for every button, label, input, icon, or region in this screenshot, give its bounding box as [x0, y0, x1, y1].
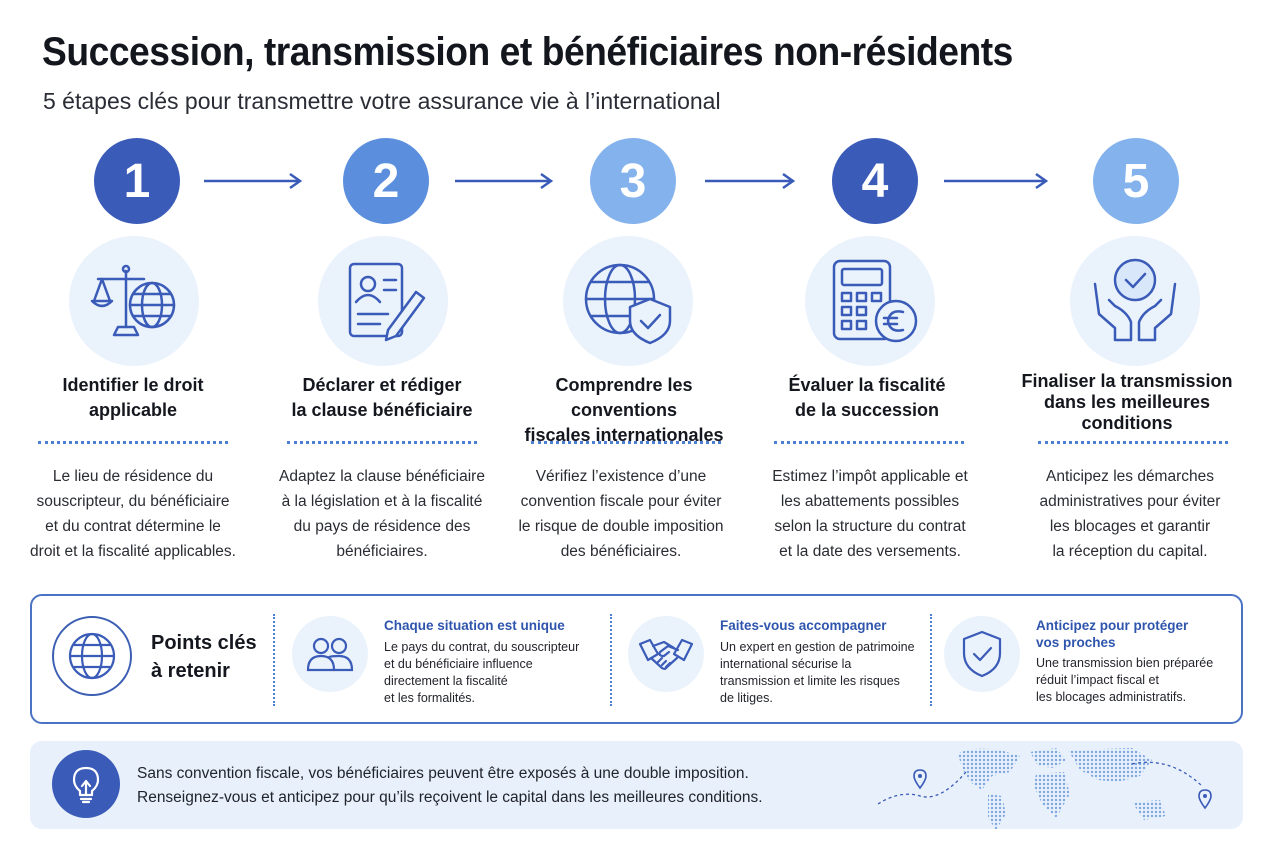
divider [287, 441, 477, 444]
step-1-badge: 1 [94, 138, 180, 224]
tip-text: Sans convention fiscale, vos bénéficiair… [137, 762, 763, 810]
key-point-2-title: Faites-vous accompagner [720, 618, 887, 633]
divider [38, 441, 228, 444]
people-icon [306, 637, 354, 672]
step-3-icon-circle [563, 236, 693, 366]
key-point-1-icon-circle [292, 616, 368, 692]
key-points-icon-circle [52, 616, 132, 696]
key-point-1-title: Chaque situation est unique [384, 618, 565, 633]
arrow-right-icon [204, 172, 303, 190]
scales-globe-icon [90, 264, 176, 337]
step-4-badge: 4 [832, 138, 918, 224]
globe-shield-icon [584, 263, 672, 345]
step-2-badge: 2 [343, 138, 429, 224]
step-5-icon-circle [1070, 236, 1200, 366]
step-2-icon-circle [318, 236, 448, 366]
lightbulb-icon [72, 766, 100, 804]
document-pen-icon [348, 262, 426, 342]
key-point-3-icon-circle [944, 616, 1020, 692]
divider [531, 441, 721, 444]
tip-line-1: Sans convention fiscale, vos bénéficiair… [137, 765, 749, 782]
step-4-icon-circle [805, 236, 935, 366]
world-map-illustration [877, 748, 1212, 830]
arrow-right-icon [455, 172, 554, 190]
calculator-euro-icon [832, 259, 918, 343]
page-title: Succession, transmission et bénéficiaire… [42, 30, 1013, 74]
key-point-2-icon-circle [628, 616, 704, 692]
step-3-badge: 3 [590, 138, 676, 224]
map-pin-icon [913, 769, 927, 790]
key-points-panel [30, 594, 1243, 724]
page-subtitle: 5 étapes clés pour transmettre votre ass… [43, 88, 721, 114]
divider [1038, 441, 1228, 444]
separator [930, 614, 932, 706]
step-5-badge: 5 [1093, 138, 1179, 224]
shield-check-icon [962, 630, 1002, 678]
globe-icon [68, 632, 116, 680]
step-1-icon-circle [69, 236, 199, 366]
divider [774, 441, 964, 444]
arrow-right-icon [944, 172, 1049, 190]
separator [610, 614, 612, 706]
separator [273, 614, 275, 706]
map-pin-icon [1198, 789, 1212, 810]
tip-line-2: Renseignez-vous et anticipez pour qu’ils… [137, 789, 763, 806]
hands-check-icon [1093, 258, 1177, 342]
handshake-icon [638, 638, 694, 670]
tip-icon-circle [52, 750, 120, 818]
arrow-right-icon [705, 172, 796, 190]
